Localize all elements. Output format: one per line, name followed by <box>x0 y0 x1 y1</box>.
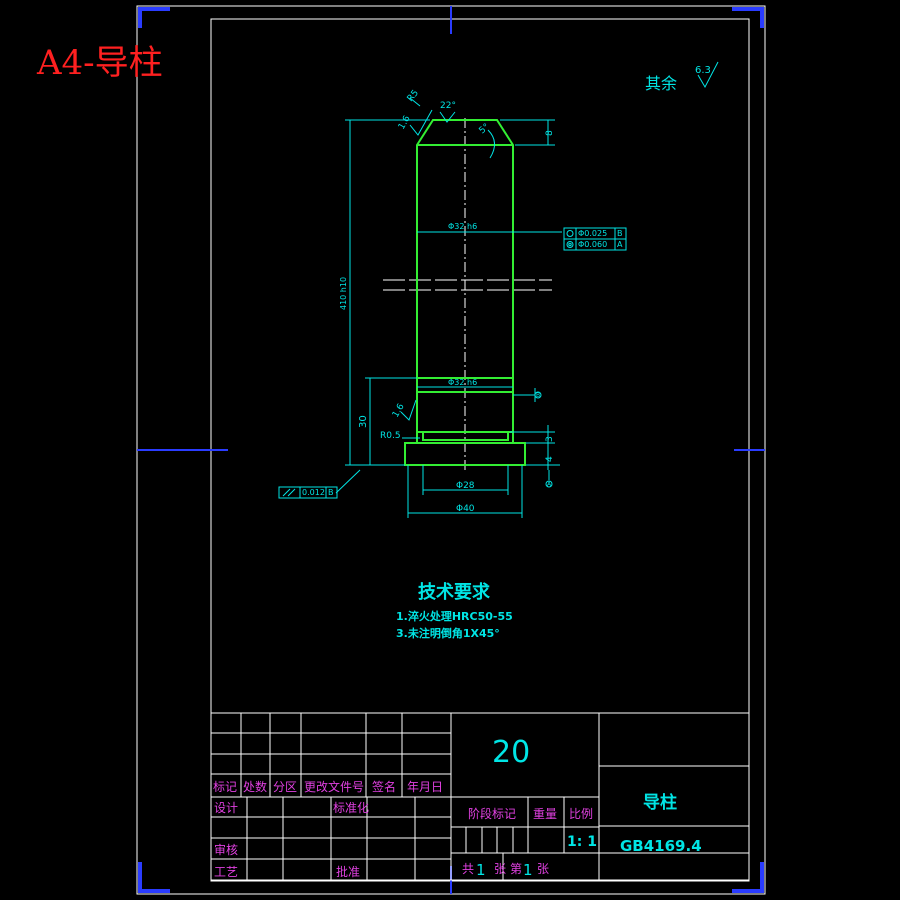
header-count: 处数 <box>243 779 267 794</box>
coaxiality-ref: A <box>617 240 623 249</box>
lower-dia-label: Φ32 h6 <box>448 378 477 387</box>
chamfer-r-label: R5 <box>406 88 421 104</box>
header-approve: 批准 <box>336 864 360 879</box>
title-block-grid <box>210 712 750 881</box>
datum-a-marker <box>545 480 553 488</box>
sheets-total-label: 共 <box>462 862 474 876</box>
datum-a-label: A <box>547 481 552 488</box>
circularity-ref: B <box>617 229 623 238</box>
sheets-no-suffix: 张 <box>537 862 549 876</box>
sheets-total-suffix: 张 <box>494 862 506 876</box>
standard-code: GB4169.4 <box>620 837 702 855</box>
header-date: 年月日 <box>407 780 443 794</box>
upper-dia-label: Φ32 h6 <box>448 222 477 231</box>
header-zone: 分区 <box>273 780 297 794</box>
len-30-label: 30 <box>358 415 369 428</box>
runout-value: 0.012 <box>302 488 325 497</box>
roughness-rest-value: 6.3 <box>695 65 711 76</box>
header-process: 工艺 <box>214 865 238 879</box>
top-len-label: 8 <box>545 130 555 136</box>
sheet-title: A4-导柱 <box>36 43 163 83</box>
title-block-headers: 标记 处数 分区 更改文件号 签名 年月日 设计 标准化 审核 工艺 批准 阶段… <box>213 779 593 879</box>
roughness-rest-label: 其余 <box>645 74 677 93</box>
sheets-total-value: 1 <box>476 861 486 879</box>
break-lines <box>383 279 552 291</box>
runout-ref: B <box>328 488 334 497</box>
dia-40-label: Φ40 <box>456 504 475 514</box>
corner-marks <box>138 7 764 893</box>
quantity-value: 20 <box>492 735 530 770</box>
header-mark: 标记 <box>213 780 237 794</box>
tech-requirement-item-1: 1.淬火处理HRC50-55 <box>396 609 513 623</box>
roughness-top-left-label: 1.6 <box>397 114 413 132</box>
datum-b-label: B <box>536 392 540 399</box>
header-ratio: 比例 <box>569 807 593 821</box>
roughness-rest-icon <box>697 61 719 89</box>
part-name: 导柱 <box>643 792 677 813</box>
dimension-lines <box>335 97 562 518</box>
dia-28-label: Φ28 <box>456 481 475 491</box>
angle-top-label: 22° <box>440 101 456 111</box>
header-review: 审核 <box>214 842 238 857</box>
circularity-value: Φ0.025 <box>578 229 607 238</box>
total-len-label: 410 h10 <box>339 277 348 310</box>
header-stage: 阶段标记 <box>468 806 516 821</box>
len-3-label: 3 <box>545 436 555 442</box>
r05-label: R0.5 <box>380 431 401 441</box>
header-sign: 签名 <box>372 779 396 794</box>
header-design: 设计 <box>214 801 238 815</box>
scale-value: 1: 1 <box>567 834 597 850</box>
tolerance-frames <box>278 227 627 499</box>
inner-frame <box>210 18 750 882</box>
header-standardize: 标准化 <box>333 801 369 815</box>
guide-post-part: R5 22° 1.6 5° 8 Φ32 h6 410 h10 Φ32 h6 1.… <box>278 88 627 518</box>
header-doc-no: 更改文件号 <box>304 779 364 794</box>
sheets-no-label: 第 <box>510 862 522 876</box>
tech-requirements-title: 技术要求 <box>418 581 491 603</box>
coaxiality-value: Φ0.060 <box>578 240 607 249</box>
sheets-no-value: 1 <box>523 861 533 879</box>
datum-b-marker <box>534 391 542 399</box>
tech-requirement-item-2: 3.未注明倒角1X45° <box>396 626 500 640</box>
angle-right-label: 5° <box>478 122 492 136</box>
lower-roughness-label: 1.6 <box>391 402 407 420</box>
header-weight: 重量 <box>533 807 557 821</box>
len-4-label: 4 <box>545 456 555 462</box>
